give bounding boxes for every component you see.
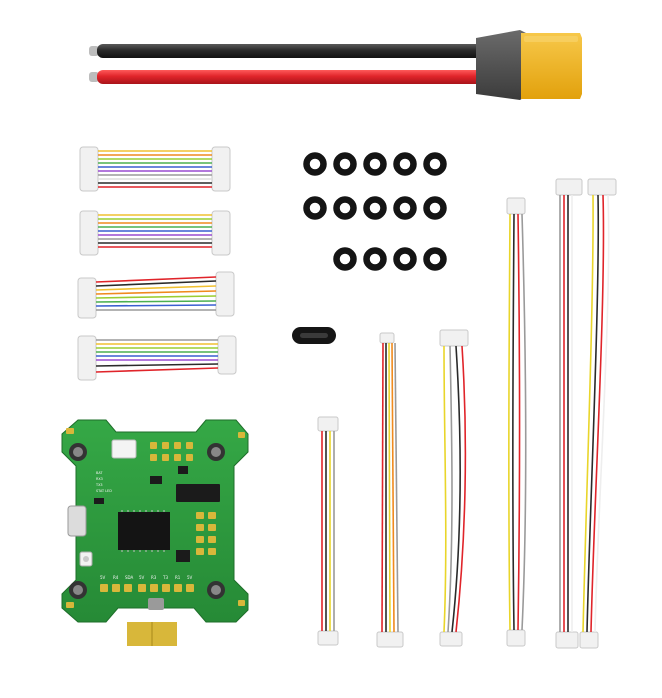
sensor-chip (176, 484, 220, 502)
jst-cable-long-left (555, 178, 583, 649)
bottom-connector (148, 598, 164, 610)
silk-label: RX3 (96, 477, 103, 481)
pad-label: 5V (100, 575, 106, 580)
usb-c-cover (292, 327, 336, 344)
right-pads (196, 512, 216, 555)
black-wire (97, 44, 482, 58)
jst-cable-straight (376, 332, 404, 648)
silk-label: BAT (96, 471, 103, 475)
pad-label: 5V (187, 575, 193, 580)
flight-controller-board: BAT RX3 TX3 STAT LED (61, 419, 249, 646)
pad-label-row: 5V R4 SDA 5V R3 T3 R1 5V (100, 575, 193, 580)
jst-ribbon-cables (77, 146, 237, 381)
ribbon-cable-2 (79, 210, 231, 256)
pad-label: T3 (162, 575, 168, 580)
jst-cable-long-right (579, 178, 617, 649)
jst-cable-long (506, 197, 527, 647)
jst-cable-curved (439, 329, 469, 647)
red-wire (97, 70, 482, 84)
ribbon-cable-1 (79, 146, 231, 192)
silk-labels: BAT RX3 TX3 STAT LED (95, 471, 112, 493)
silk-label: TX3 (95, 483, 103, 487)
xt60-power-lead (89, 30, 582, 100)
top-jst-socket (111, 439, 137, 459)
pad-label: R4 (113, 575, 119, 580)
corner-pads (66, 428, 245, 608)
xt60-connector (521, 33, 582, 99)
jst-cable-short (317, 416, 339, 646)
silicone-gaskets (303, 152, 447, 271)
top-pads (150, 442, 193, 461)
silk-label: STAT LED (96, 489, 112, 493)
pad-label: R3 (151, 575, 157, 580)
pad-label: R1 (175, 575, 181, 580)
pad-label: SDA (125, 575, 134, 580)
mounting-holes (69, 443, 225, 599)
ribbon-cable-4 (77, 335, 237, 381)
pad-label: 5V (139, 575, 145, 580)
xt60-sleeve (476, 30, 526, 100)
ribbon-cable-3 (77, 271, 235, 319)
bottom-pads (100, 584, 194, 592)
mcu-chip (118, 510, 170, 552)
usb-c-port (67, 505, 87, 537)
